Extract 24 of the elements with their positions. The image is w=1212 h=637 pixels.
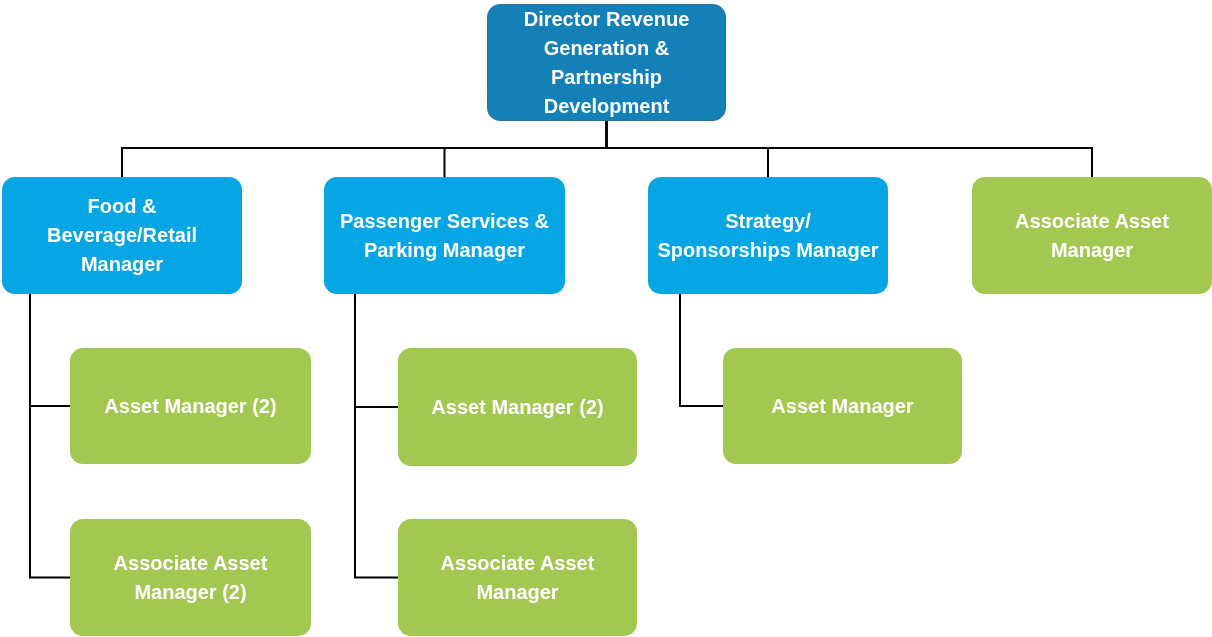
role-title: Food & Beverage/Retail Manager [45,194,199,277]
role-box [723,348,962,464]
connector-line [605,120,1093,178]
role-box [487,4,726,121]
role-title: Associate Asset Manager [1014,208,1170,263]
role-box [398,519,637,636]
role-box [2,177,242,294]
role-title: Associate Asset Manager (2) [112,550,269,605]
role-title: Asset Manager (2) [104,393,277,419]
role-title: Strategy/ Sponsorships Manager [656,208,880,263]
role-title: Asset Manager [771,393,914,419]
role-box [70,519,311,636]
connector-line [354,293,399,579]
role-title: Director Revenue Generation & Partnership Development [522,6,691,119]
connector-line [679,293,724,407]
role-box [648,177,888,294]
role-title: Asset Manager (2) [431,394,604,420]
connector-line [29,293,71,579]
role-box [398,348,637,466]
role-box [324,177,565,294]
role-box [972,177,1212,294]
role-box [70,348,311,464]
role-title: Associate Asset Manager [439,550,596,605]
role-title: Passenger Services & Parking Manager [339,208,550,263]
